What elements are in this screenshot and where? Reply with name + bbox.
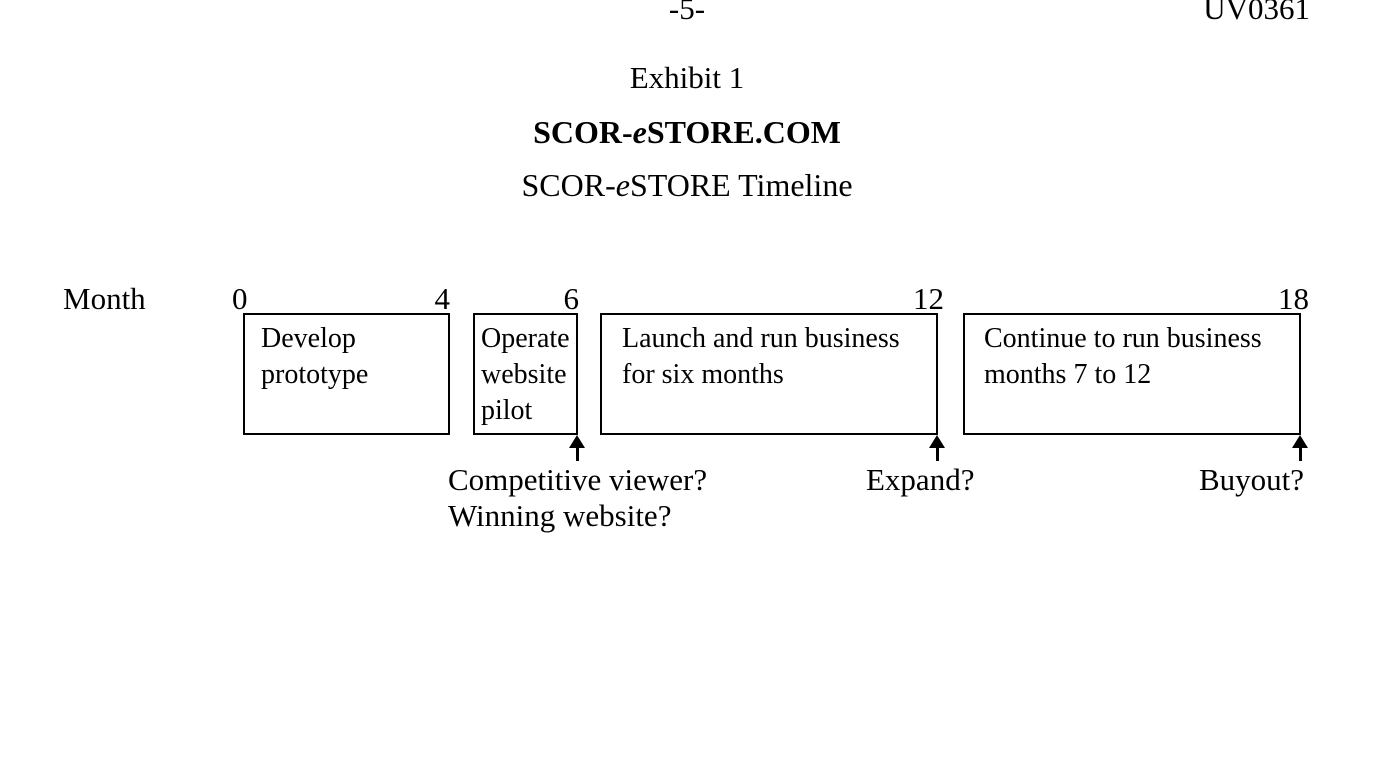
month-tick-6: 6 <box>563 281 580 316</box>
milestone-question-month-12: Expand? <box>866 462 974 498</box>
page-number: -5- <box>668 0 706 26</box>
phase-text-line: website <box>481 359 567 390</box>
phase-text-line: prototype <box>261 359 369 390</box>
milestone-question-month-18: Buyout? <box>1199 462 1304 498</box>
phase-box-continue-to-run: Continue to run business months 7 to 12 <box>963 313 1301 435</box>
milestone-question-line: Expand? <box>866 462 975 497</box>
phase-box-launch-and-run: Launch and run business for six months <box>600 313 938 435</box>
month-axis-label: Month <box>63 281 146 316</box>
month-tick-12: 12 <box>913 281 944 316</box>
phase-text-line: pilot <box>481 395 533 426</box>
phase-text-line: Launch and run business <box>622 323 900 354</box>
exhibit-subtitle: SCOR-eSTORE Timeline <box>0 167 1374 204</box>
arrow-stem <box>575 448 579 461</box>
arrow-stem <box>1298 448 1302 461</box>
exhibit-title: SCOR-eSTORE.COM <box>0 114 1374 151</box>
arrow-head <box>929 435 945 448</box>
milestone-arrow-up-icon <box>1292 435 1308 461</box>
subtitle-suffix: STORE Timeline <box>629 167 853 203</box>
phase-text-line: Continue to run business <box>984 323 1262 354</box>
month-tick-18: 18 <box>1278 281 1309 316</box>
title-suffix: STORE.COM <box>646 114 841 150</box>
milestone-question-line: Competitive viewer? <box>448 462 708 497</box>
subtitle-prefix: SCOR- <box>521 167 616 203</box>
phase-box-operate-website-pilot: Operate website pilot <box>473 313 578 435</box>
milestone-arrow-up-icon <box>569 435 585 461</box>
month-tick-0: 0 <box>232 281 248 316</box>
title-emphasis: e <box>632 114 647 150</box>
month-tick-4: 4 <box>434 281 451 316</box>
phase-text-line: Operate <box>481 323 570 354</box>
phase-text-line: for six months <box>622 359 784 390</box>
exhibit-label: Exhibit 1 <box>629 60 745 95</box>
subtitle-emphasis: e <box>615 167 630 203</box>
milestone-arrow-up-icon <box>929 435 945 461</box>
title-prefix: SCOR- <box>533 114 633 150</box>
phase-text-line: Develop <box>261 323 356 354</box>
arrow-head <box>569 435 585 448</box>
phase-text-line: months 7 to 12 <box>984 359 1152 390</box>
milestone-question-line: Buyout? <box>1199 462 1305 497</box>
document-code: UV0361 <box>1203 0 1310 26</box>
milestone-question-month-6: Competitive viewer? Winning website? <box>448 462 707 534</box>
arrow-head <box>1292 435 1308 448</box>
phase-box-develop-prototype: Develop prototype <box>243 313 450 435</box>
arrow-stem <box>935 448 939 461</box>
milestone-question-line: Winning website? <box>448 498 672 533</box>
